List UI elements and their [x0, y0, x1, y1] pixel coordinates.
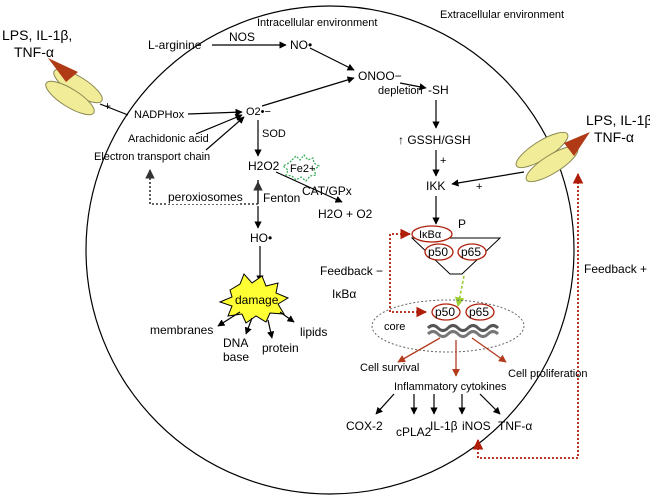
h2o2-label: H2O2: [248, 159, 280, 173]
arrow-h2o2-water: [275, 171, 343, 203]
arachidonic-acid-label: Arachidonic acid: [128, 133, 209, 145]
nfkb-complex: IκBα p50 p65: [410, 225, 502, 275]
fe2-label: Fe2+: [290, 163, 315, 175]
feedback-plus-path: [472, 172, 584, 459]
electron-transport-label: Electron transport chain: [94, 151, 210, 163]
plus-gssh: +: [440, 155, 446, 167]
receptor-right: [515, 131, 590, 183]
tnfa-label: TNF-α: [498, 419, 532, 433]
arrow-superoxide-onoo: [261, 76, 355, 107]
inos-label: iNOS: [462, 419, 491, 433]
sh-label: -SH: [428, 83, 449, 97]
ikba-label: IκBα: [419, 229, 442, 241]
dna-helix: [426, 324, 500, 338]
membranes-label: membranes: [150, 323, 213, 337]
arrow-core-survival: [397, 337, 441, 363]
receptor-left: [45, 58, 103, 116]
fe-burst: Fe2+: [281, 154, 321, 182]
ligand-right-icon: [564, 132, 590, 156]
cell-proliferation-label: Cell proliferation: [508, 368, 587, 380]
arrow-damage-protein: [267, 319, 275, 339]
no-radical-label: NO•: [290, 38, 312, 52]
ikba-side-label: IκBα: [332, 287, 356, 301]
arrow-receptor-nadphox: [99, 103, 129, 116]
damage-label: damage: [235, 293, 279, 307]
extracellular-label: Extracellular environment: [440, 9, 564, 21]
inflammatory-cytokines-label: Inflammatory cytokines: [394, 381, 507, 393]
peroxiosomes-label: peroxiosomes: [168, 190, 243, 204]
arrow-etc-o2: [205, 116, 245, 151]
arrow-damage-membranes: [217, 311, 241, 327]
arrow-no-onoo: [309, 47, 355, 71]
water-oxygen-label: H2O + O2: [318, 207, 373, 221]
cpla2-label: cPLA2: [396, 425, 432, 439]
dna-label: DNA: [223, 336, 248, 350]
translocation-arrow: [454, 275, 465, 307]
nucleus-p65-label: p65: [469, 305, 489, 319]
nadphox-label: NADPHox: [134, 109, 185, 121]
feedback-minus-label: Feedback −: [320, 264, 383, 278]
arrow-arachidonic-o2: [195, 114, 243, 135]
l-arginine-label: L-arginine: [148, 38, 202, 52]
arrow-nadphox-o2: [187, 108, 243, 116]
cell-survival-label: Cell survival: [360, 362, 419, 374]
arrow-core-proliferation: [471, 337, 507, 363]
nos-label: NOS: [229, 30, 255, 44]
nucleus-p50-label: p50: [435, 305, 455, 319]
plus-nadph: +: [104, 99, 111, 113]
protein-label: protein: [262, 341, 299, 355]
base-label: base: [223, 350, 249, 364]
depletion-label: depletion: [378, 85, 423, 97]
peroxynitrite-label: ONOO−: [358, 69, 402, 83]
p50-label: p50: [428, 245, 448, 259]
arrow-onoo-sh: [399, 82, 427, 91]
hydroxyl-label: HO•: [250, 231, 272, 245]
stimulus-left-line1: LPS, IL-1β,: [2, 27, 72, 43]
lipids-label: lipids: [300, 325, 327, 339]
stimulus-right-line2: TNF-α: [594, 129, 634, 145]
arrow-damage-dna: [244, 317, 253, 335]
cat-gpx-label: CAT/GPx: [302, 184, 352, 198]
arrow-cox2: [375, 393, 395, 415]
superoxide-label: O2•−: [246, 106, 271, 118]
core-label: core: [384, 321, 405, 333]
fenton-label: Fenton: [263, 191, 300, 205]
p65-label: p65: [461, 245, 481, 259]
gssh-gsh-label: ↑ GSSH/GSH: [398, 133, 471, 147]
arrow-receptor-ikk: [451, 171, 525, 187]
intracellular-label: Intracellular environment: [257, 17, 377, 29]
feedback-minus-path: [389, 228, 428, 318]
arrow-tnfa: [479, 393, 501, 415]
sod-label: SOD: [262, 128, 286, 140]
stimulus-left-line2: TNF-α: [14, 44, 54, 60]
il1b-label: IL-1β: [430, 419, 458, 433]
stimulus-right-line1: LPS, IL-1β,: [586, 112, 650, 128]
ligand-left-icon: [48, 58, 78, 82]
ikk-label: IKK: [426, 179, 445, 193]
feedback-plus-label: Feedback +: [584, 262, 647, 276]
damage-burst: damage: [218, 273, 290, 324]
plus-ikk: +: [476, 181, 482, 193]
cox2-label: COX-2: [346, 419, 383, 433]
arrow-damage-lipids: [279, 311, 295, 323]
p-label: P: [458, 217, 466, 231]
